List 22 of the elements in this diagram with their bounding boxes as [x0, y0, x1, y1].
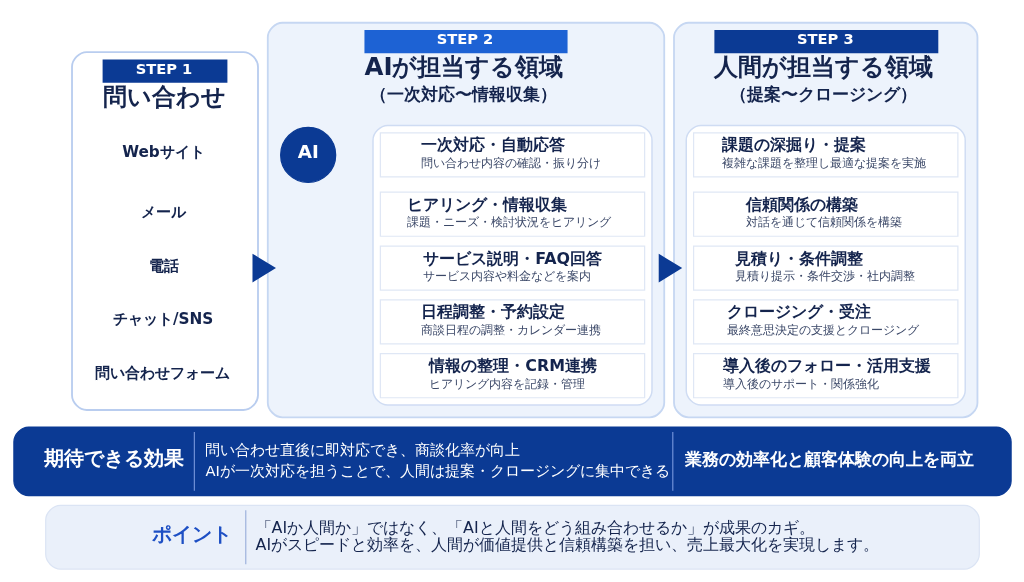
node-box: サービス説明・FAQ回答 サービス内容や料金などを案内 — [379, 245, 645, 291]
node-box: 導入後のフォロー・活用支援 導入後のサポート・関係強化 — [692, 353, 958, 399]
node-box: 見積り・条件調整 見積り提示・条件交渉・社内調整 — [692, 245, 958, 291]
node-circle: AI — [279, 126, 336, 183]
cluster — [371, 124, 653, 406]
node-text: メール — [140, 202, 186, 221]
node-text: 問い合わせフォーム — [94, 364, 230, 383]
node-box: 日程調整・予約設定 商談日程の調整・カレンダー連携 — [379, 299, 645, 345]
cluster — [685, 124, 966, 406]
node-box: ヒアリング・情報収集 課題・ニーズ・検討状況をヒアリング — [379, 191, 645, 237]
node-text: チャット/SNS — [112, 310, 213, 329]
node-box: ポイント 「AIか人間か」ではなく、「AIと人間をどう組み合わせるか」が成果のカギ。AIがスピードと効率を、人間が価値提供と信頼構築を担い、売上最大化を実現します。 — [44, 504, 980, 570]
node-box: 課題の深掘り・提案 複雑な課題を整理し最適な提案を実施 — [692, 132, 958, 178]
node-box: 期待できる効果 問い合わせ直後に即対応でき、商談化率が向上 AIが一次対応を担うことで、人間は提案・クロージングに集中できる 業務の効率化と顧客体験の向上を両立 — [12, 426, 1012, 497]
node-box: 信頼関係の構築 対話を通じて信頼関係を構築 — [692, 191, 958, 237]
arrow — [252, 253, 276, 283]
node-box: クロージング・受注 最終意思決定の支援とクロージング — [692, 299, 958, 345]
node-text: 電話 — [148, 256, 179, 275]
node-box: 一次対応・自動応答 問い合わせ内容の確認・振り分け — [379, 132, 645, 178]
arrow — [658, 253, 682, 283]
node-text: Webサイト — [121, 143, 205, 162]
node-box: 情報の整理・CRM連携 ヒアリング内容を記録・管理 — [379, 353, 645, 399]
